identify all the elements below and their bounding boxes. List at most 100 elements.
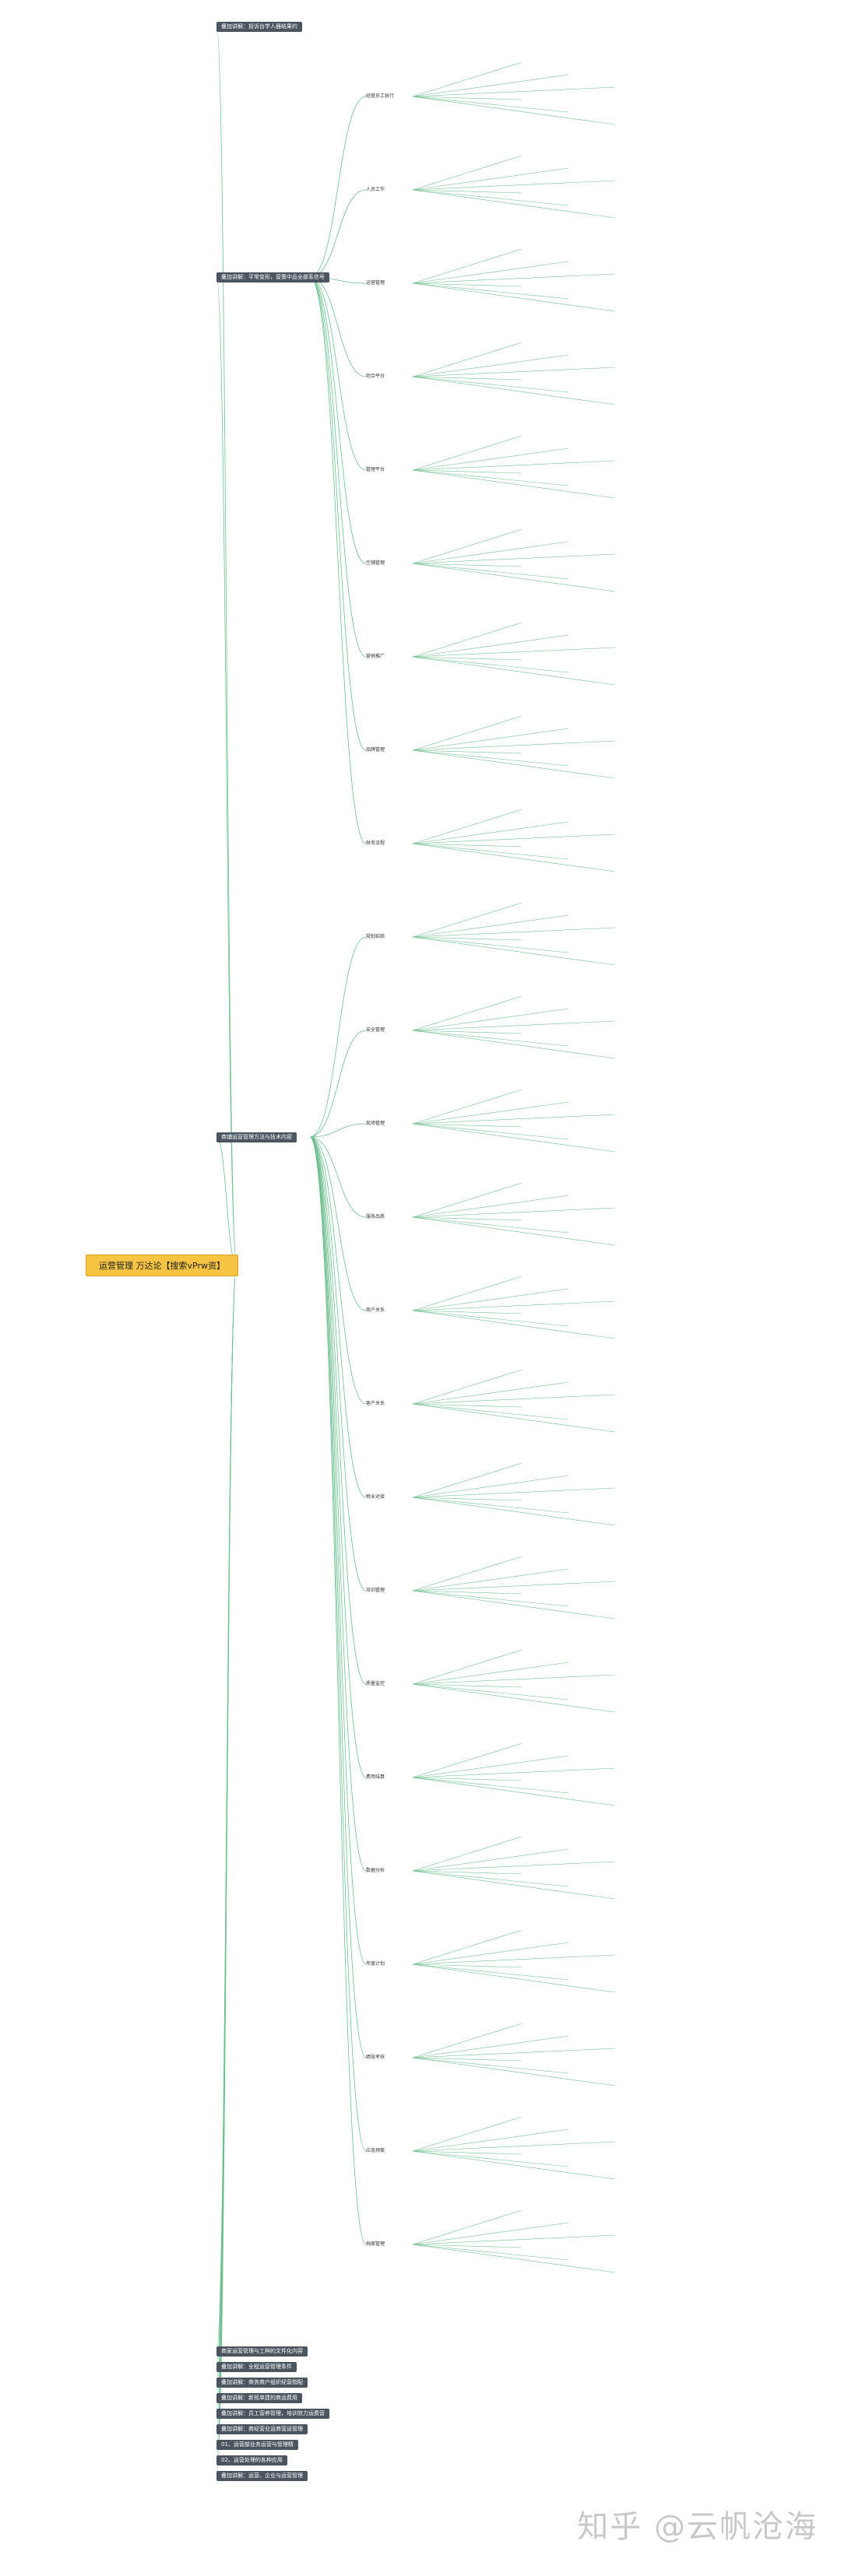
leaf-connector — [412, 1123, 569, 1140]
branch-connector — [216, 1136, 238, 1265]
leaf-connector — [412, 460, 616, 471]
leaf-connector — [412, 1964, 616, 1993]
leaf-connector — [412, 469, 523, 474]
branch-node[interactable]: 叠加讲解：平常变形，营策中品全部系信号 — [216, 272, 329, 283]
sub-node[interactable]: 培训管理 — [366, 1588, 385, 1593]
sub-node[interactable]: 现场管理 — [366, 1121, 385, 1126]
branch-node[interactable]: 叠加讲解：员工营养管理，培训效力运费营 — [216, 2409, 329, 2419]
leaf-connector — [412, 1870, 616, 1900]
leaf-connector — [412, 2057, 523, 2062]
sub-node[interactable]: 数据分析 — [366, 1868, 385, 1873]
leaf-connector — [412, 1394, 616, 1405]
branch-node[interactable]: 商家运营管理与工种的文件化内容 — [216, 2346, 308, 2357]
sub-node[interactable]: 营销推广 — [366, 654, 385, 659]
leaf-connector — [412, 2141, 616, 2152]
leaf-connector — [412, 1777, 569, 1794]
leaf-connector — [412, 821, 569, 844]
sub-node[interactable]: 年度计划 — [366, 1961, 385, 1967]
leaf-connector — [412, 2222, 569, 2245]
leaf-connector — [412, 2116, 523, 2152]
leaf-connector — [412, 740, 616, 751]
leaf-connector — [412, 447, 569, 471]
branch-connector — [216, 26, 238, 1265]
leaf-connector — [412, 1008, 569, 1031]
leaf-connector — [412, 1030, 569, 1047]
sub-node[interactable]: 物业对接 — [366, 1494, 385, 1500]
leaf-connector — [412, 1020, 616, 1031]
leaf-connector — [412, 2244, 616, 2273]
branch-connector — [216, 276, 238, 1265]
sub-node[interactable]: 运营管理 — [366, 280, 385, 286]
leaf-connector — [412, 1300, 616, 1311]
sub-node[interactable]: 品牌管理 — [366, 747, 385, 753]
sub-node[interactable]: 规划招商 — [366, 934, 385, 939]
leaf-connector — [412, 728, 569, 751]
leaf-connector — [412, 927, 616, 938]
leaf-connector — [412, 936, 616, 966]
sub-node[interactable]: 财务流程 — [366, 841, 385, 846]
leaf-connector — [412, 1590, 616, 1620]
sub-connector — [309, 276, 367, 658]
branch-node[interactable]: 02、运营处理的各种应用 — [216, 2455, 287, 2465]
sub-node[interactable]: 空铺管理 — [366, 560, 385, 566]
sub-node[interactable]: 质量监控 — [366, 1681, 385, 1686]
branch-node[interactable]: 商铺运营管理方法与技术内容 — [216, 1132, 297, 1142]
branch-node[interactable]: 叠加讲解：运营、企业与运营管理 — [216, 2471, 308, 2481]
sub-node[interactable]: 商户关系 — [366, 1307, 385, 1313]
leaf-connector — [412, 273, 616, 284]
branch-node[interactable]: 01、运营部业务运营与管理精 — [216, 2440, 298, 2450]
leaf-connector — [412, 1964, 523, 1968]
leaf-connector — [412, 1089, 523, 1125]
sub-node[interactable]: 客户关系 — [366, 1401, 385, 1406]
leaf-connector — [412, 749, 523, 754]
sub-connector — [309, 276, 367, 751]
leaf-connector — [412, 656, 523, 661]
leaf-connector — [412, 1030, 616, 1059]
leaf-connector — [412, 563, 523, 567]
sub-node[interactable]: 人员工作 — [366, 187, 385, 192]
leaf-connector — [412, 1649, 523, 1685]
leaf-connector — [412, 1590, 523, 1595]
sub-node[interactable]: 应急预案 — [366, 2148, 385, 2153]
leaf-connector — [412, 1123, 523, 1128]
leaf-connector — [412, 1310, 523, 1314]
leaf-connector — [412, 1497, 616, 1526]
leaf-connector — [412, 155, 523, 191]
branch-node[interactable]: 叠加讲解：商务商户组织经营指配 — [216, 2378, 308, 2388]
branch-node[interactable]: 叠加讲解：商经营业运商营运管理 — [216, 2424, 308, 2434]
leaf-connector — [412, 2048, 616, 2058]
leaf-connector — [412, 1487, 616, 1498]
leaf-connector — [412, 1870, 523, 1875]
sub-connector — [309, 1136, 367, 2058]
sub-node[interactable]: 服务品质 — [366, 1214, 385, 1220]
leaf-connector — [412, 283, 523, 287]
branch-node[interactable]: 叠加讲解：新规单建的商运费用 — [216, 2393, 302, 2403]
leaf-connector — [412, 96, 523, 100]
leaf-connector — [412, 563, 569, 580]
leaf-connector — [412, 435, 523, 471]
leaf-connector — [412, 469, 616, 499]
leaf-connector — [412, 2234, 616, 2245]
leaf-connector — [412, 167, 569, 191]
leaf-connector — [412, 1581, 616, 1592]
root-node[interactable]: 运营管理 万达论【搜索vPrw资】 — [86, 1255, 238, 1276]
leaf-connector — [412, 376, 569, 393]
sub-node[interactable]: 经营员工执行 — [366, 93, 395, 99]
sub-node[interactable]: 安全管理 — [366, 1027, 385, 1033]
branch-node[interactable]: 叠加讲解：投诉台学人器结果约 — [216, 22, 302, 32]
leaf-connector — [412, 1310, 569, 1327]
leaf-connector — [412, 74, 569, 97]
branch-node[interactable]: 叠加讲解：全程运营管理条件 — [216, 2362, 297, 2372]
sub-node[interactable]: 费用结算 — [366, 1774, 385, 1780]
sub-node[interactable]: 档案管理 — [366, 2241, 385, 2247]
leaf-connector — [412, 1216, 616, 1246]
sub-node[interactable]: 综合平台 — [366, 374, 385, 379]
leaf-connector — [412, 2209, 523, 2245]
leaf-connector — [412, 541, 569, 564]
leaf-connector — [412, 553, 616, 564]
sub-node[interactable]: 管理平台 — [366, 467, 385, 472]
leaf-connector — [412, 1497, 569, 1514]
sub-node[interactable]: 绩效考核 — [366, 2055, 385, 2060]
leaf-connector — [412, 1475, 569, 1498]
leaf-connector — [412, 834, 616, 844]
